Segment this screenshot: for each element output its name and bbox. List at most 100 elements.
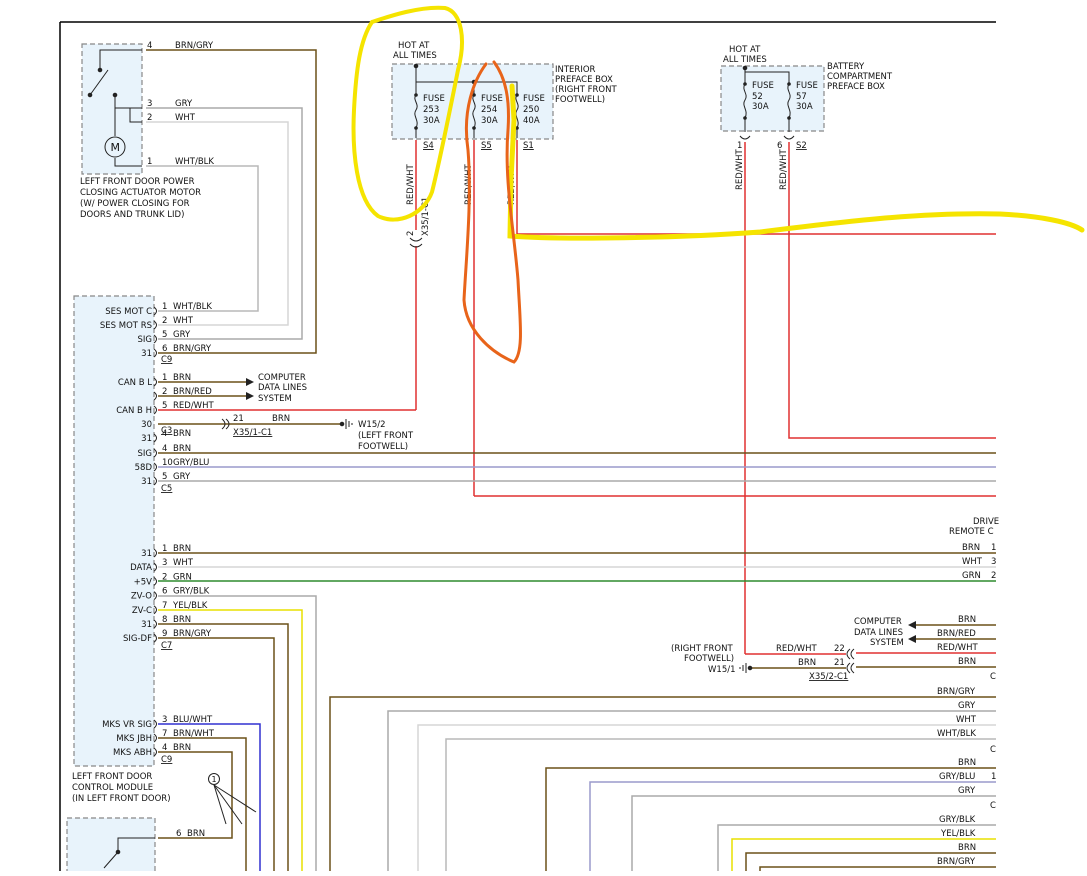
ground-symbol-w15-1 — [739, 663, 753, 673]
pin-number: 5 — [162, 401, 167, 411]
yellow-annotation-circle — [351, 5, 464, 222]
svg-text:LEFT FRONT DOOR: LEFT FRONT DOOR — [72, 772, 152, 782]
interior-fuse-box-title: INTERIOR PREFACE BOX (RIGHT FRONT FOOTWE… — [555, 65, 617, 105]
motor-icon: M — [104, 136, 126, 158]
svg-text:YEL/BLK: YEL/BLK — [940, 829, 976, 839]
pin-connector-symbol — [153, 462, 157, 472]
wire-motor-wht — [146, 121, 289, 326]
svg-text:S1: S1 — [523, 141, 534, 151]
motor-title: LEFT FRONT DOOR POWER CLOSING ACTUATOR M… — [80, 177, 201, 220]
svg-text:HOT AT: HOT AT — [398, 41, 430, 51]
wire-color-label: BRN/GRY — [173, 629, 212, 639]
interior-fuse-box — [391, 63, 554, 140]
pin-number: 4 — [162, 429, 167, 439]
bottom-wire: BRN — [187, 829, 205, 839]
svg-text:COMPUTER: COMPUTER — [854, 617, 902, 627]
svg-text:GRY/BLU: GRY/BLU — [939, 772, 975, 782]
pin-connector-symbol — [153, 562, 157, 572]
pin-number: 2 — [162, 572, 167, 582]
connector-x35-ground-symbol — [221, 418, 230, 430]
wire-color-label: RED/WHT — [173, 401, 214, 411]
svg-text:GRY: GRY — [958, 701, 976, 711]
svg-text:2: 2 — [147, 113, 152, 123]
svg-text:PREFACE BOX: PREFACE BOX — [555, 75, 613, 85]
svg-text:CONTROL MODULE: CONTROL MODULE — [72, 783, 153, 793]
svg-text:FOOTWELL): FOOTWELL) — [358, 442, 408, 452]
svg-text:BRN: BRN — [962, 543, 980, 553]
ground-label: W15/2 (LEFT FRONT FOOTWELL) — [358, 420, 414, 452]
svg-text:GRN: GRN — [962, 571, 981, 581]
signal-label: MKS ABH — [113, 748, 152, 758]
fuse-52: FUSE 52 30A — [743, 72, 774, 132]
svg-text:FOOTWELL): FOOTWELL) — [555, 95, 605, 105]
pin-number: 4 — [162, 743, 167, 753]
cdl-arrows-right — [908, 621, 996, 643]
svg-text:FUSE: FUSE — [752, 81, 774, 91]
svg-text:DOORS AND TRUNK LID): DOORS AND TRUNK LID) — [80, 210, 184, 220]
signal-label: MKS VR SIG — [102, 720, 152, 730]
connector-name: C9 — [161, 355, 172, 365]
wire-color-label: WHT — [173, 558, 194, 568]
interior-splices: S4 S5 S1 — [423, 141, 534, 151]
pin-number: 1 — [162, 302, 167, 312]
bottom-switch-box — [66, 817, 156, 876]
svg-text:BRN: BRN — [958, 615, 976, 625]
svg-text:DATA LINES: DATA LINES — [258, 383, 307, 393]
connector-name: C7 — [161, 641, 172, 651]
cdl-label-left: COMPUTER DATA LINES SYSTEM — [258, 373, 307, 404]
pin-connector-symbol — [153, 377, 157, 387]
svg-text:250: 250 — [523, 105, 539, 115]
pin-connector-symbol — [153, 448, 157, 458]
svg-text:INTERIOR: INTERIOR — [555, 65, 596, 75]
battery-fuse-box-title: BATTERY COMPARTMENT PREFACE BOX — [827, 62, 893, 92]
battery-bus — [742, 65, 790, 82]
label-wire-fuse52-color: RED/WHT — [735, 149, 745, 190]
motor-switch-icon — [87, 49, 142, 167]
wire-color-label: GRY/BLU — [173, 458, 209, 468]
wire-c9b-brnwht — [158, 737, 247, 871]
pin-connector-symbol — [153, 348, 157, 358]
wire-motor-whtblk — [146, 165, 259, 312]
wire-motor-gry — [146, 107, 303, 340]
wire-b3-brngry — [759, 866, 996, 871]
wire-c7-yelblk — [158, 609, 303, 871]
pin-number: 4 — [162, 444, 167, 454]
pin-connector-symbol — [153, 433, 157, 443]
wire-b2-gry — [631, 795, 996, 871]
block3-labels: GRY/BLK YEL/BLK BRN BRN/GRY — [937, 815, 976, 867]
signal-label: 31 — [141, 477, 152, 487]
svg-text:57: 57 — [796, 92, 807, 102]
svg-text:LEFT FRONT DOOR POWER: LEFT FRONT DOOR POWER — [80, 177, 195, 187]
pin-number: 9 — [162, 629, 167, 639]
svg-text:BATTERY: BATTERY — [827, 62, 865, 72]
pin-connector-symbol — [153, 320, 157, 330]
pin-connector-symbol — [153, 391, 157, 401]
wire-b1-brngry — [329, 696, 996, 871]
svg-text:GRY/BLK: GRY/BLK — [939, 815, 976, 825]
control-module-box — [73, 295, 155, 767]
svg-text:30A: 30A — [752, 102, 769, 112]
pin-connector-symbol — [153, 633, 157, 643]
svg-text:BRN: BRN — [958, 758, 976, 768]
motor-symbol: M — [111, 141, 121, 154]
x35-2-rows: RED/WHT 22 BRN 21 X35/2-C1 — [776, 644, 848, 682]
wire-b3-gryblk — [717, 824, 996, 871]
wire-color-label: BRN/RED — [173, 387, 212, 397]
svg-text:BRN/GRY: BRN/GRY — [937, 687, 976, 697]
wire-color-label: BRN — [173, 373, 191, 383]
svg-text:W15/2: W15/2 — [358, 420, 386, 430]
label-wire-fuse253: RED/WHT — [406, 164, 416, 205]
signal-label: 58D — [135, 463, 153, 473]
pin-number: 2 — [162, 316, 167, 326]
svg-text:(RIGHT FRONT: (RIGHT FRONT — [671, 644, 733, 654]
signal-label: MKS JBH — [116, 734, 152, 744]
wire-c7-gryblk — [158, 595, 317, 871]
signal-label: 30 — [141, 420, 152, 430]
wire-color-label: BRN — [173, 544, 191, 554]
svg-text:(W/ POWER CLOSING FOR: (W/ POWER CLOSING FOR — [80, 199, 190, 209]
battery-pin-1: 1 — [737, 141, 742, 151]
svg-text:(RIGHT FRONT: (RIGHT FRONT — [555, 85, 617, 95]
svg-text:RED/WHT: RED/WHT — [776, 644, 817, 654]
svg-text:GRY: GRY — [175, 99, 193, 109]
